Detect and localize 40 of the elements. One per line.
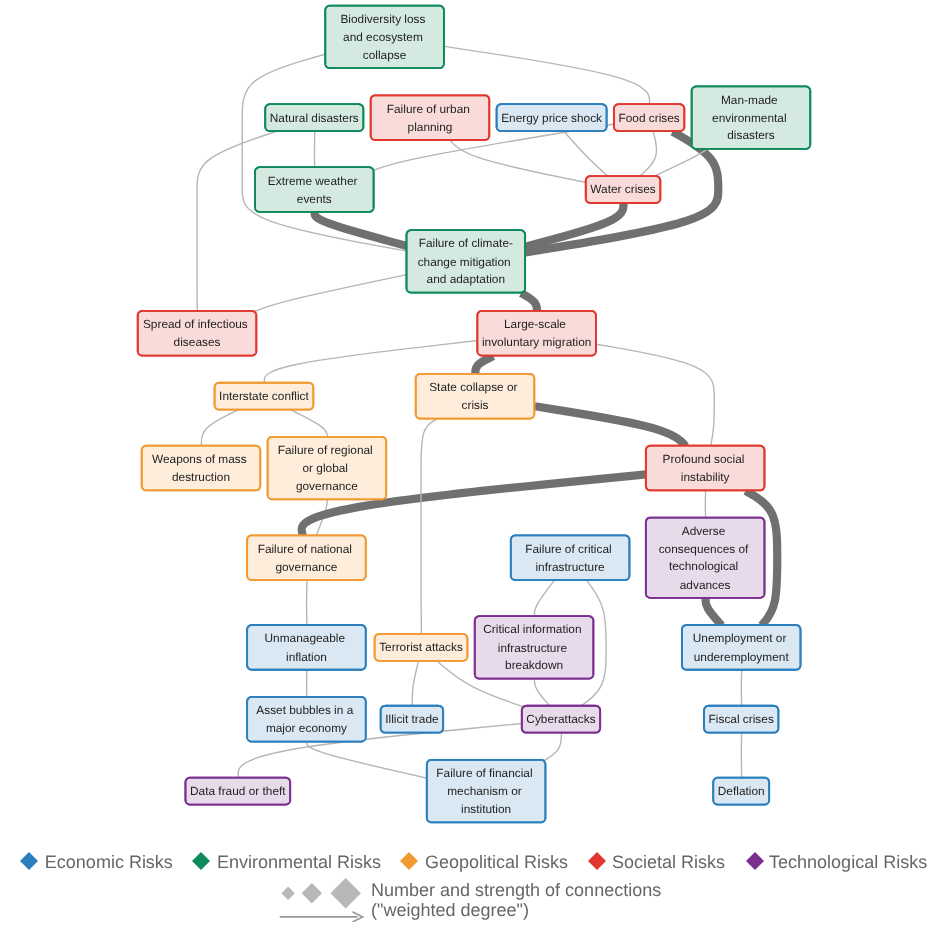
connector (313, 130, 316, 169)
connector (533, 678, 551, 707)
connector (241, 53, 408, 252)
connector (638, 130, 658, 178)
connector (305, 669, 308, 699)
connector (443, 45, 651, 106)
legend-label: Societal Risks (612, 851, 726, 871)
connector (533, 579, 555, 618)
connector (471, 352, 496, 377)
connector (436, 660, 525, 708)
connector (411, 660, 420, 707)
connector (524, 128, 723, 257)
connector (595, 343, 715, 447)
connector (704, 490, 707, 519)
connector (652, 148, 708, 178)
connector (263, 339, 479, 384)
legend-label: Economic Risks (44, 851, 173, 871)
connector (519, 289, 542, 314)
legend-label: Geopolitical Risks (424, 851, 568, 871)
connector (534, 402, 689, 449)
connector (253, 273, 408, 313)
connector (305, 579, 308, 627)
connector (701, 595, 725, 629)
connector (420, 418, 438, 636)
connector (524, 202, 628, 251)
connector (449, 139, 587, 184)
connector (542, 732, 563, 762)
connector (306, 741, 428, 779)
connector (580, 579, 607, 707)
legend-label: Technological Risks (769, 851, 928, 871)
connector (310, 209, 408, 250)
connector (743, 487, 782, 629)
connector (740, 732, 743, 779)
connector (290, 409, 329, 438)
legend-label: Environmental Risks (216, 851, 381, 871)
connector (200, 409, 239, 447)
legend-label: Number and strength of connections ("weighted degree") (371, 879, 664, 919)
connector (563, 130, 610, 178)
connector (196, 130, 277, 313)
connector (740, 669, 743, 707)
